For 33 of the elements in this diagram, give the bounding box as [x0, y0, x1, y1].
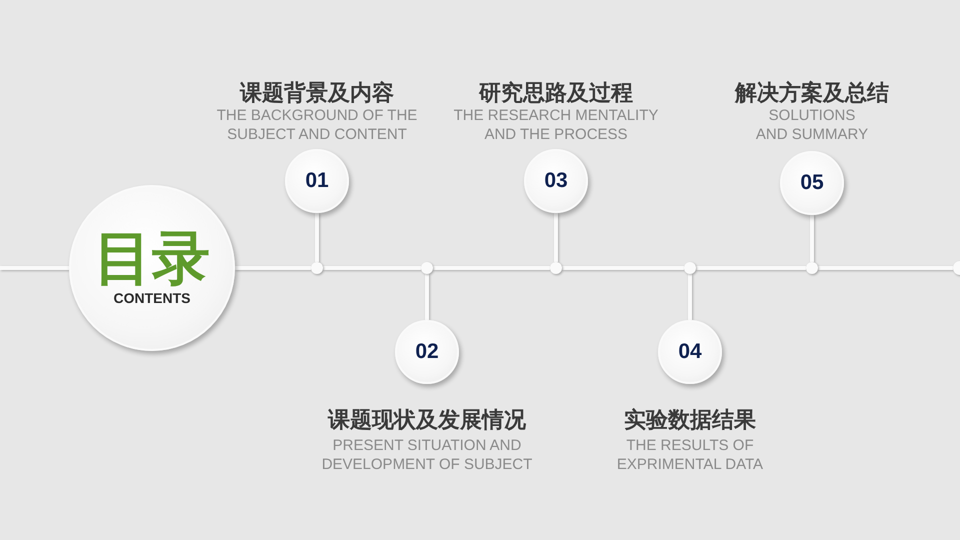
section-subtitle: THE RESEARCH MENTALITY AND THE PROCESS — [452, 106, 660, 144]
number-circle: 05 — [780, 151, 844, 215]
number-circle: 04 — [658, 320, 722, 384]
timeline-dot — [806, 262, 818, 274]
timeline-line — [696, 266, 806, 270]
timeline-line — [323, 266, 421, 270]
section-subtitle: PRESENT SITUATION AND DEVELOPMENT OF SUBJECT — [320, 436, 534, 474]
timeline-dot — [684, 262, 696, 274]
subtitle-text: CONTENTS — [112, 290, 192, 306]
number-circle: 02 — [395, 320, 459, 384]
title-text: 目录 — [93, 227, 211, 289]
number-circle: 03 — [524, 149, 588, 213]
section-subtitle: THE RESULTS OF EXPRIMENTAL DATA — [616, 436, 764, 474]
connector-line — [810, 215, 814, 262]
timeline-line — [562, 266, 684, 270]
section-heading: 实验数据结果 — [623, 407, 757, 435]
number-circle: 01 — [285, 149, 349, 213]
timeline-line — [433, 266, 550, 270]
connector-line — [315, 213, 319, 262]
section-heading: 研究思路及过程 — [478, 80, 634, 108]
timeline-dot — [550, 262, 562, 274]
section-heading: 课题现状及发展情况 — [326, 407, 527, 435]
section-heading: 解决方案及总结 — [734, 80, 890, 108]
connector-line — [554, 213, 558, 262]
timeline-line — [235, 266, 311, 270]
timeline-line — [0, 266, 69, 270]
timeline-dot — [311, 262, 323, 274]
timeline-line — [818, 266, 953, 270]
timeline-dot — [421, 262, 433, 274]
section-subtitle: SOLUTIONS AND SUMMARY — [754, 106, 870, 144]
section-subtitle: THE BACKGROUND OF THE SUBJECT AND CONTENT — [216, 106, 418, 144]
section-heading: 课题背景及内容 — [238, 80, 395, 108]
connector-line — [425, 274, 429, 320]
